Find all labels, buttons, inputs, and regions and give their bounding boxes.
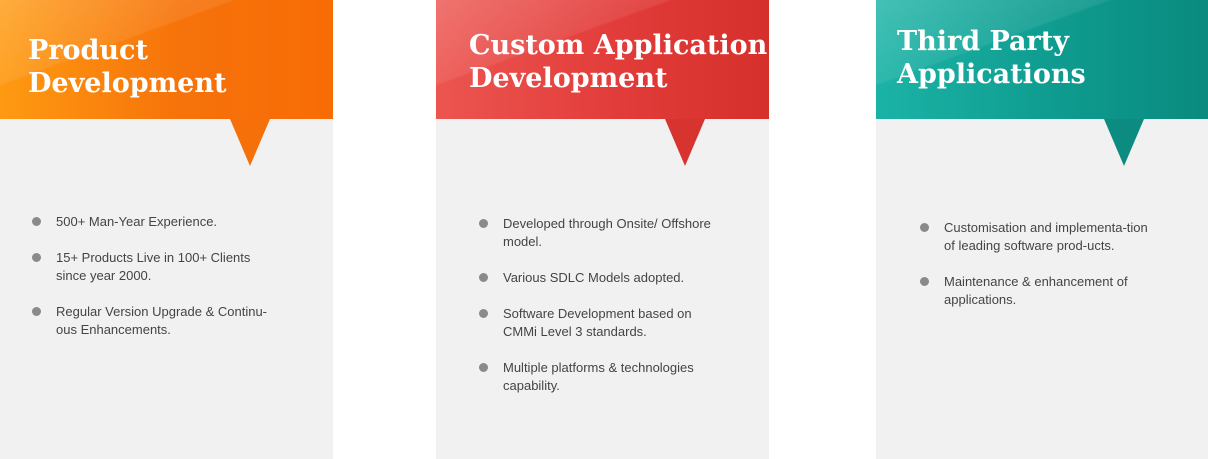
bullet-dot-icon — [920, 277, 929, 286]
header-pointer-arrow — [230, 119, 270, 166]
bullet-dot-icon — [32, 253, 41, 262]
header-pointer-arrow — [1104, 119, 1144, 166]
header-pointer-arrow — [665, 119, 705, 166]
card-header: Custom Application Development — [436, 0, 769, 119]
list-item: Maintenance & enhancement of application… — [920, 273, 1150, 309]
list-item: 15+ Products Live in 100+ Clients since … — [32, 249, 277, 285]
list-item: Developed through Onsite/ Offshore model… — [479, 215, 724, 251]
bullet-dot-icon — [920, 223, 929, 232]
card-title: Third Party Applications — [897, 26, 1086, 90]
list-item: Various SDLC Models adopted. — [479, 269, 724, 287]
list-item: Software Development based on CMMi Level… — [479, 305, 724, 341]
bullet-dot-icon — [479, 273, 488, 282]
bullet-list: Developed through Onsite/ Offshore model… — [479, 215, 724, 413]
bullet-dot-icon — [32, 307, 41, 316]
bullet-list: Customisation and implementa-tion of lea… — [920, 219, 1150, 327]
card-title: Product Development — [28, 35, 227, 99]
list-item: Multiple platforms & technologies capabi… — [479, 359, 724, 395]
card-header: Product Development — [0, 0, 333, 119]
list-item: Customisation and implementa-tion of lea… — [920, 219, 1150, 255]
service-card-product-development: Product Development — [0, 0, 333, 459]
bullet-dot-icon — [479, 363, 488, 372]
bullet-dot-icon — [479, 219, 488, 228]
list-item: 500+ Man-Year Experience. — [32, 213, 277, 231]
bullet-dot-icon — [32, 217, 41, 226]
list-item: Regular Version Upgrade & Continu-ous En… — [32, 303, 277, 339]
service-card-third-party-applications: Third Party Applications — [876, 0, 1208, 459]
service-card-custom-application-development: Custom Application Development — [436, 0, 769, 459]
card-header: Third Party Applications — [876, 0, 1208, 119]
card-title: Custom Application Development — [469, 30, 768, 94]
bullet-list: 500+ Man-Year Experience. 15+ Products L… — [32, 213, 277, 357]
bullet-dot-icon — [479, 309, 488, 318]
